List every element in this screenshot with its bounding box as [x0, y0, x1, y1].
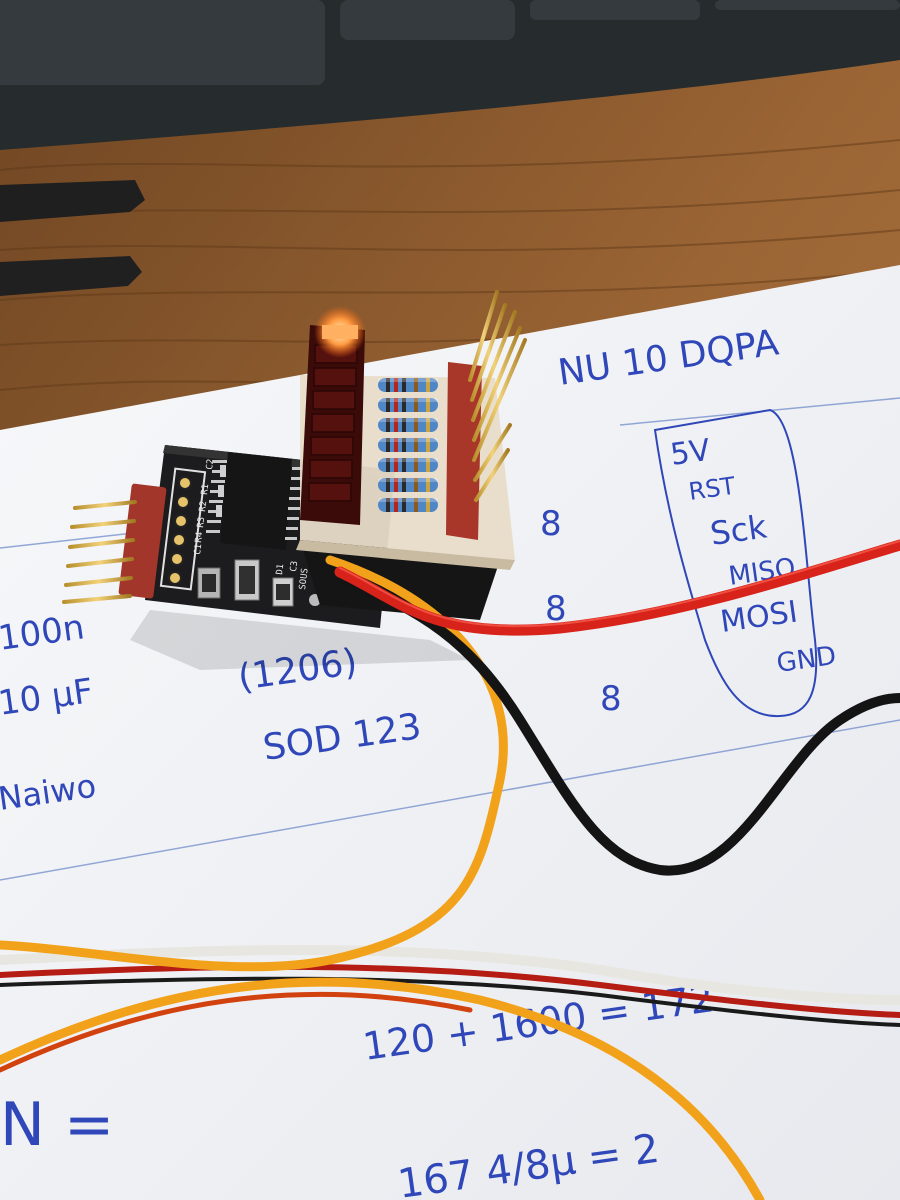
black-tool-handle	[0, 180, 145, 222]
silk-d1: D1	[275, 563, 286, 575]
right-header	[446, 290, 527, 540]
board-shadow	[130, 610, 470, 670]
pin-5v: 5V	[668, 433, 713, 473]
smd-components	[197, 465, 321, 607]
silk-r4: R4	[194, 531, 205, 543]
note-number-1: 8	[540, 504, 562, 544]
pin-rst: RST	[687, 472, 737, 506]
dark-orange-wire	[0, 991, 473, 1073]
red-wire-bottom	[0, 963, 900, 1018]
silk-c1: C1	[193, 543, 204, 555]
silk-r2: R2	[198, 500, 209, 512]
pad-holes	[168, 476, 192, 585]
pinout-box	[653, 408, 818, 718]
silk-r1: R1	[200, 483, 211, 495]
note-number-3: 8	[600, 679, 622, 719]
white-wire	[0, 945, 900, 1005]
black-wire	[340, 575, 900, 876]
led-daughterboard	[296, 290, 527, 570]
red-wire	[334, 539, 900, 636]
keyboard-keys	[0, 0, 900, 85]
lit-led-segment	[322, 325, 358, 339]
silkscreen-labels: C1 C2 R1 R2 R3 R4 D1 SOUS C3	[193, 458, 311, 590]
note-number-2: 8	[545, 589, 567, 629]
black-wire-thin	[0, 976, 900, 1027]
led-bargraph	[300, 306, 366, 525]
orange-wire-lower	[0, 977, 765, 1200]
silk-c2: C2	[205, 458, 216, 470]
silk-sous: SOUS	[298, 568, 311, 591]
pin-sck: Sck	[708, 507, 770, 553]
ic-chip	[206, 452, 304, 550]
wires	[0, 539, 900, 1200]
resistor-array	[378, 378, 438, 512]
silk-c3: C3	[289, 560, 300, 572]
red-wire-highlight	[339, 540, 900, 628]
silk-r3: R3	[196, 516, 207, 528]
left-header-pins	[62, 483, 167, 604]
note-n-equals: N =	[0, 1090, 114, 1160]
black-tool-tip	[0, 256, 142, 296]
